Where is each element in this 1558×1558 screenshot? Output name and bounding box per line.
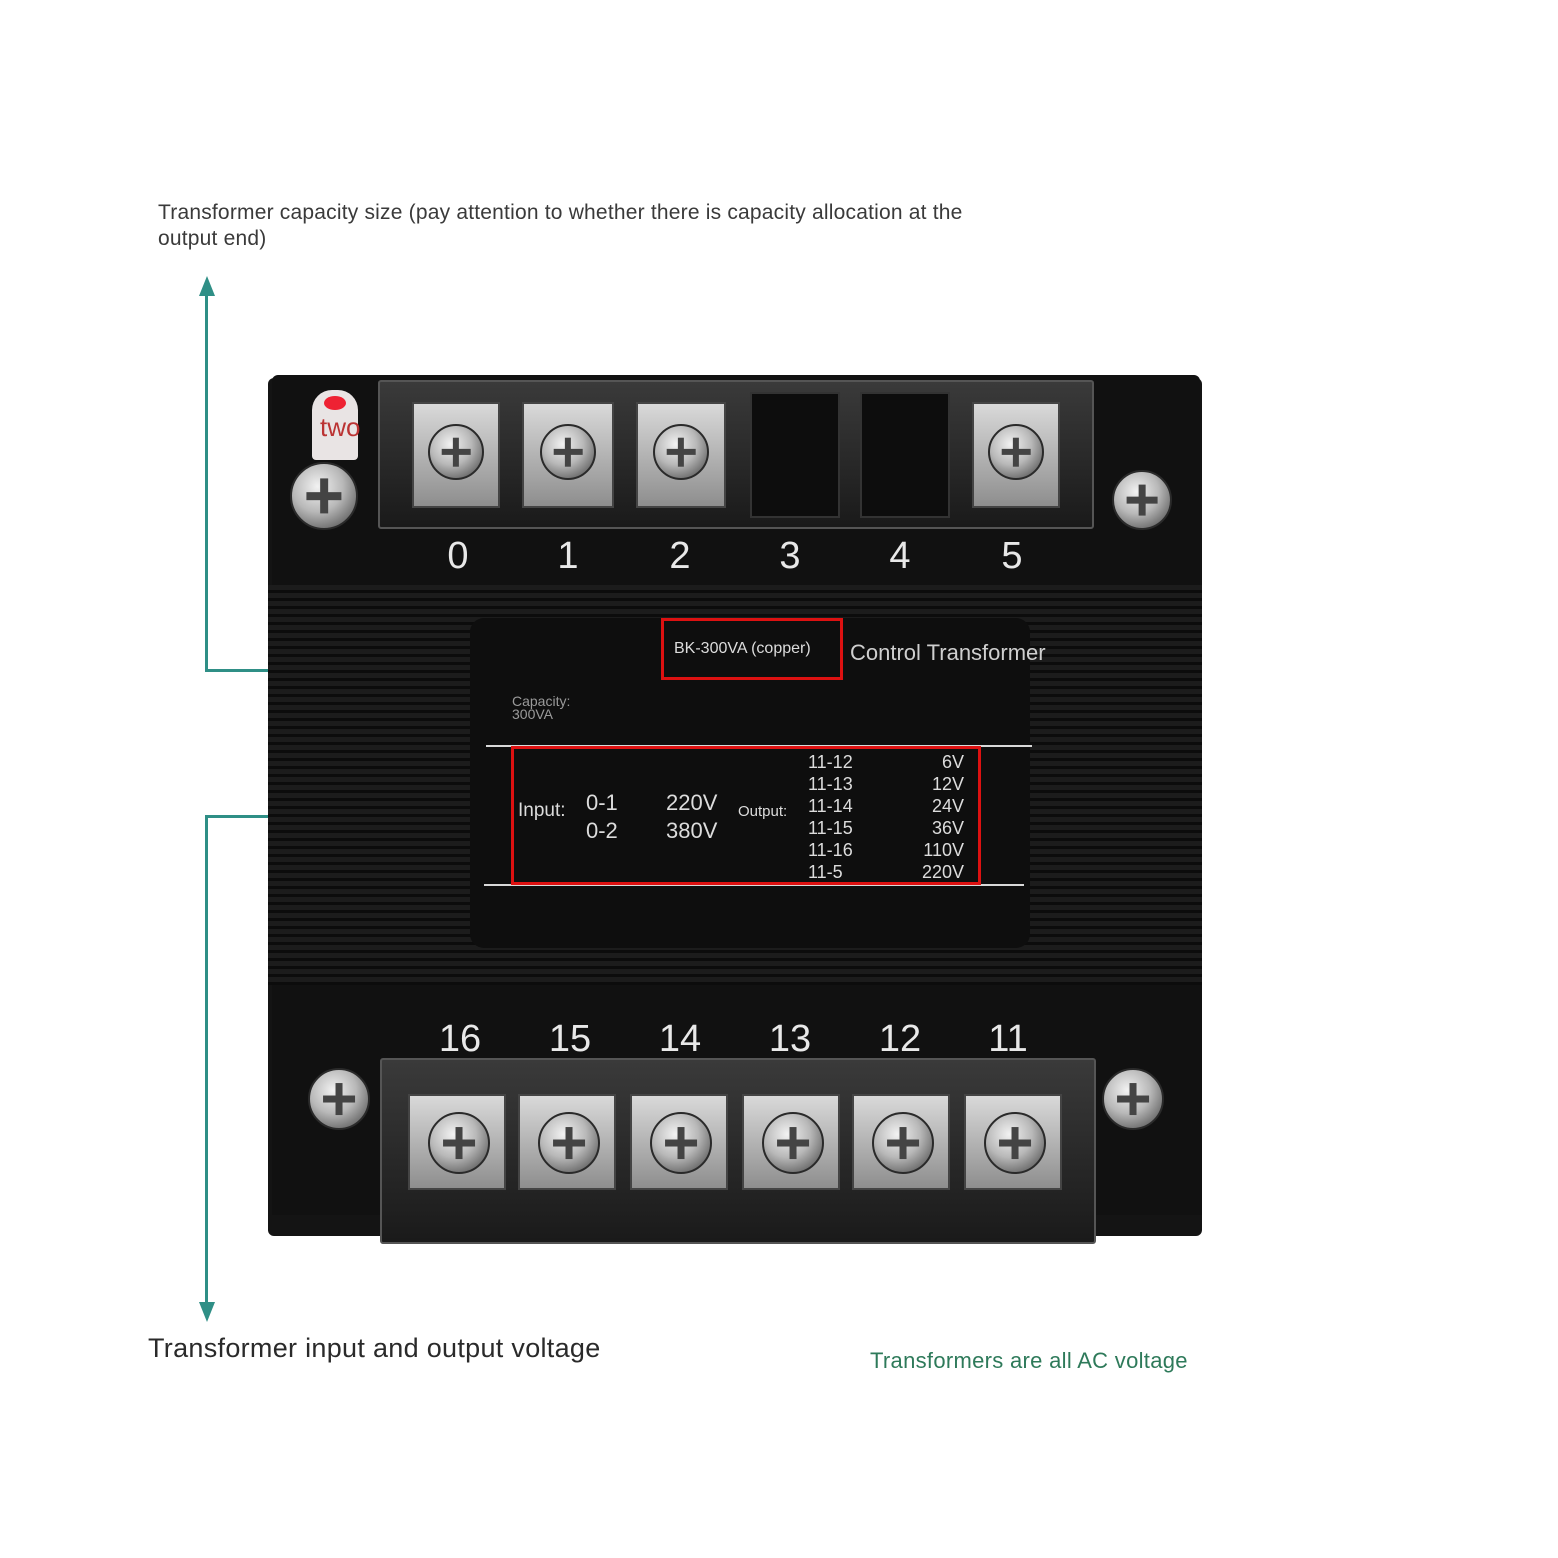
voltage-highlight-box — [511, 746, 981, 885]
ac-voltage-note: Transformers are all AC voltage — [870, 1348, 1188, 1373]
callout-arrow-up-icon — [199, 276, 215, 296]
screw-icon — [538, 1112, 600, 1174]
nameplate — [470, 618, 1030, 948]
nameplate-title: Control Transformer — [850, 640, 1046, 665]
mounting-screw-bottom-left-icon — [308, 1068, 370, 1130]
output-label: Output: — [738, 803, 788, 820]
bottom-terminal-number: 15 — [548, 1018, 592, 1060]
ground-tag-label: two — [320, 412, 361, 442]
voltage-annotation: Transformer input and output voltage — [148, 1333, 601, 1363]
model-highlight-box — [661, 618, 843, 680]
top-terminal-number: 3 — [779, 535, 801, 577]
top-terminal-2[interactable] — [636, 402, 726, 508]
mounting-screw-bottom-right-icon — [1102, 1068, 1164, 1130]
output-voltage: 24V — [931, 796, 964, 816]
input-voltage: 220V — [666, 790, 718, 815]
output-voltage: 220V — [921, 862, 964, 882]
output-terminals: 11-16 — [808, 840, 853, 860]
bottom-terminal-14[interactable] — [630, 1094, 728, 1190]
capacity-annotation: Transformer capacity size (pay attention… — [158, 201, 963, 250]
mounting-screw-top-right-icon — [1112, 470, 1172, 530]
top-terminal-3[interactable] — [750, 392, 840, 518]
top-terminal-number: 4 — [889, 535, 911, 577]
input-voltage: 380V — [666, 818, 718, 843]
bottom-terminal-number: 12 — [878, 1018, 922, 1060]
bottom-terminal-16[interactable] — [408, 1094, 506, 1190]
top-terminal-0[interactable] — [412, 402, 500, 508]
capacity-value: 300VA — [512, 706, 553, 722]
output-voltage: 12V — [931, 774, 964, 794]
top-terminal-4[interactable] — [860, 392, 950, 518]
ground-screw-icon — [290, 462, 358, 530]
capacity-label: Capacity: — [512, 693, 571, 709]
top-terminal-number: 0 — [447, 535, 469, 577]
output-terminals: 11-12 — [808, 752, 853, 772]
output-terminals: 11-15 — [808, 818, 853, 838]
model-text: BK-300VA (copper) — [674, 640, 811, 657]
screw-icon — [650, 1112, 712, 1174]
bottom-terminal-15[interactable] — [518, 1094, 616, 1190]
input-terminals: 0-2 — [586, 818, 618, 843]
output-voltage: 110V — [923, 840, 964, 860]
top-terminal-number: 1 — [557, 535, 579, 577]
output-voltage: 6V — [941, 752, 964, 772]
output-terminals: 11-13 — [808, 774, 853, 794]
bottom-terminal-13[interactable] — [742, 1094, 840, 1190]
screw-icon — [428, 424, 484, 480]
bottom-terminal-number: 14 — [658, 1018, 702, 1060]
callout-arrow-down-icon — [199, 1302, 215, 1322]
screw-icon — [653, 424, 709, 480]
bottom-terminal-number: 11 — [988, 1018, 1028, 1060]
output-voltage: 36V — [931, 818, 964, 838]
input-label: Input: — [518, 800, 566, 821]
screw-icon — [984, 1112, 1046, 1174]
callout-line-capacity-vertical — [205, 294, 208, 672]
top-terminal-number: 5 — [1001, 535, 1023, 577]
ground-terminal: two — [290, 390, 370, 530]
output-terminals: 11-5 — [808, 862, 843, 882]
input-terminals: 0-1 — [586, 790, 618, 815]
screw-icon — [988, 424, 1044, 480]
screw-icon — [872, 1112, 934, 1174]
screw-icon — [762, 1112, 824, 1174]
bottom-terminal-number: 16 — [438, 1018, 482, 1060]
top-terminal-5[interactable] — [972, 402, 1060, 508]
output-terminals: 11-14 — [808, 796, 853, 816]
bottom-terminal-number: 13 — [768, 1018, 812, 1060]
bottom-terminal-12[interactable] — [852, 1094, 950, 1190]
screw-icon — [540, 424, 596, 480]
top-terminal-1[interactable] — [522, 402, 614, 508]
nameplate-divider-bottom — [484, 884, 1024, 886]
bottom-terminal-11[interactable] — [964, 1094, 1062, 1190]
callout-line-voltage-vertical — [205, 815, 208, 1305]
top-terminal-number: 2 — [669, 535, 691, 577]
screw-icon — [428, 1112, 490, 1174]
